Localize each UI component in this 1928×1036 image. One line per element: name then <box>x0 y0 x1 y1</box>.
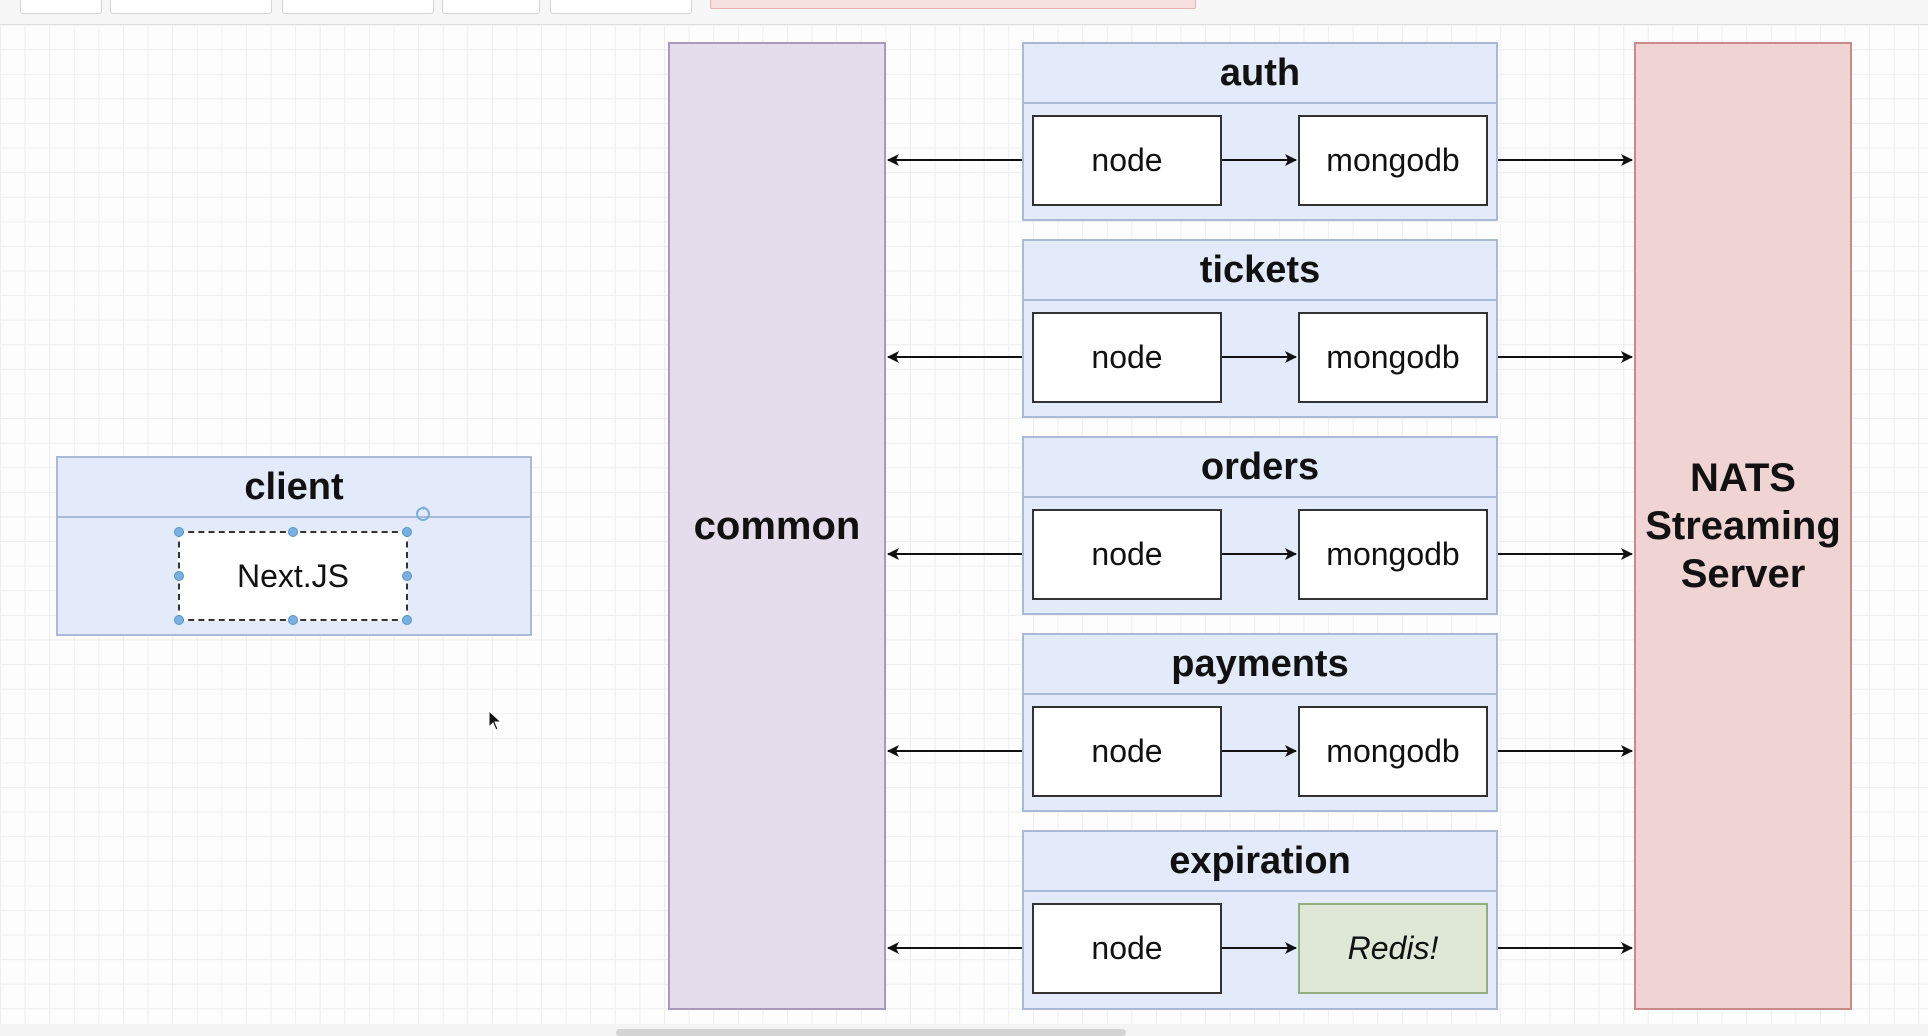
nats-line: Server <box>1680 552 1806 596</box>
toolbar <box>0 0 1928 25</box>
nats-streaming-server[interactable]: NATS Streaming Server <box>1634 42 1852 1010</box>
node-box[interactable]: node <box>1032 115 1222 206</box>
toolbar-button[interactable] <box>110 0 272 14</box>
node-box[interactable]: node <box>1032 706 1222 797</box>
service-title: auth <box>1024 44 1496 104</box>
toolbar-button[interactable] <box>282 0 434 14</box>
selection-handle[interactable] <box>174 527 184 537</box>
toolbar-button[interactable] <box>550 0 692 14</box>
client-title: client <box>58 458 530 518</box>
selection-handle[interactable] <box>402 527 412 537</box>
toolbar-field[interactable] <box>710 0 1196 9</box>
selection-handle[interactable] <box>288 527 298 537</box>
nats-line: NATS <box>1690 456 1796 500</box>
toolbar-button[interactable] <box>20 0 102 14</box>
service-title: tickets <box>1024 241 1496 301</box>
database-box[interactable]: mongodb <box>1298 312 1488 403</box>
database-box[interactable]: mongodb <box>1298 509 1488 600</box>
database-box[interactable]: mongodb <box>1298 115 1488 206</box>
horizontal-scrollbar[interactable] <box>616 1029 1126 1036</box>
nats-label: NATS Streaming Server <box>1645 454 1841 598</box>
selection-handle[interactable] <box>174 615 184 625</box>
database-box[interactable]: mongodb <box>1298 706 1488 797</box>
selection-handle[interactable] <box>402 615 412 625</box>
service-title: orders <box>1024 438 1496 498</box>
toolbar-button[interactable] <box>442 0 540 14</box>
service-title: payments <box>1024 635 1496 695</box>
rotate-handle-icon[interactable] <box>414 505 432 523</box>
redis-box[interactable]: Redis! <box>1298 903 1488 994</box>
nats-line: Streaming <box>1645 504 1841 548</box>
selection-handle[interactable] <box>174 571 184 581</box>
selection-handle[interactable] <box>402 571 412 581</box>
selection-handle[interactable] <box>288 615 298 625</box>
node-box[interactable]: node <box>1032 509 1222 600</box>
service-title: expiration <box>1024 832 1496 892</box>
mouse-cursor-icon <box>488 710 503 731</box>
node-box[interactable]: node <box>1032 312 1222 403</box>
common-label: common <box>693 503 861 548</box>
node-box[interactable]: node <box>1032 903 1222 994</box>
common-library[interactable]: common <box>668 42 886 1010</box>
